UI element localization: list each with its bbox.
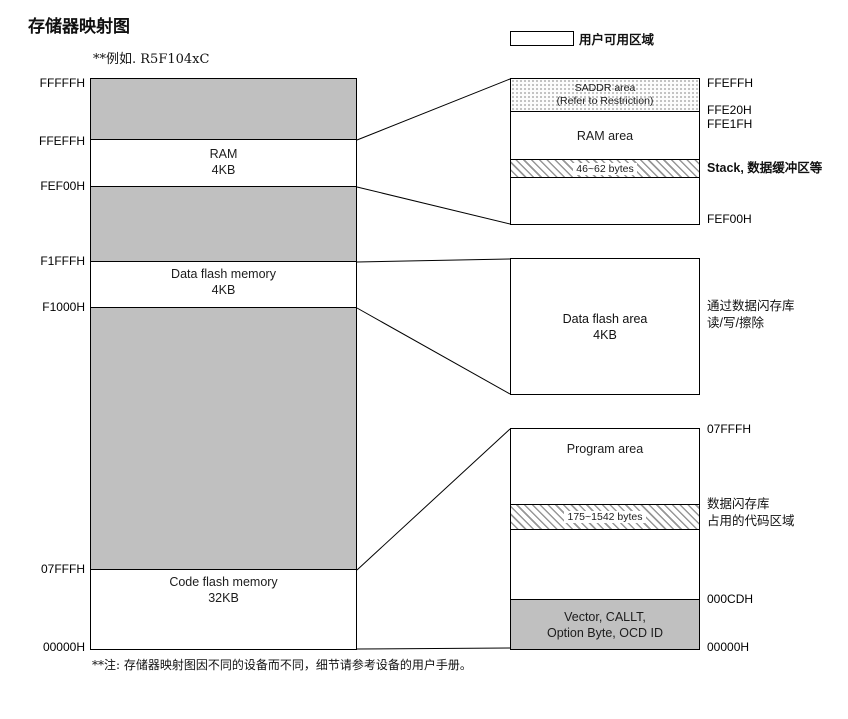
example-device-label: **例如. R5F104xC (93, 52, 210, 67)
saddr-area-sublabel: (Refer to Restriction) (556, 95, 654, 107)
reserved-region-lower (91, 308, 356, 570)
connector-dataflash-top (356, 258, 511, 263)
address-label-07fffh-detail: 07FFFH (707, 422, 752, 436)
saddr-area-label: SADDR area (574, 82, 636, 94)
saddr-area: SADDR area (Refer to Restriction) (511, 79, 699, 112)
ram-area-label: RAM area (576, 128, 634, 143)
ram-detail-map: SADDR area (Refer to Restriction) RAM ar… (510, 78, 700, 225)
connector-codeflash-top (356, 428, 511, 571)
program-area: Program area (511, 429, 699, 505)
data-flash-region-label: Data flash memory (171, 267, 276, 281)
library-code-band: 175~1542 bytes (511, 505, 699, 530)
address-label-00000h-detail: 00000H (707, 640, 750, 654)
data-flash-area-size: 4KB (593, 327, 617, 342)
library-code-annotation: 数据闪存库 占用的代码区域 (707, 496, 845, 530)
connector-ram-top (356, 78, 511, 141)
library-code-annotation-line2: 占用的代码区域 (707, 514, 795, 528)
address-label-00000h: 00000H (42, 640, 85, 654)
vector-area-line1: Vector, CALLT, (564, 609, 646, 624)
connector-dataflash-bottom (356, 307, 511, 395)
stack-annotation: Stack, 数据缓冲区等 (707, 161, 823, 175)
data-flash-annotation-line2: 读/写/擦除 (707, 316, 764, 330)
connector-codeflash-bottom (356, 647, 511, 650)
stack-band-label: 46~62 bytes (573, 162, 637, 175)
stack-band: 46~62 bytes (511, 160, 699, 178)
address-label-07fffh: 07FFFH (40, 562, 85, 576)
ram-area: RAM area (511, 112, 699, 160)
data-flash-annotation-line1: 通过数据闪存库 (707, 299, 795, 313)
address-label-ffe1fh: FFE1FH (707, 117, 753, 131)
ram-region: RAM 4KB (91, 140, 356, 187)
data-flash-region-size: 4KB (211, 283, 236, 297)
legend-label: 用户可用区域 (579, 33, 655, 47)
address-label-fef00h-detail: FEF00H (707, 212, 752, 226)
data-flash-area-label: Data flash area (562, 311, 648, 326)
user-available-area-swatch (510, 31, 574, 46)
vector-area: Vector, CALLT, Option Byte, OCD ID (511, 600, 699, 649)
code-user-area (511, 530, 699, 600)
code-flash-region-label: Code flash memory (169, 575, 278, 589)
address-label-f1fffh: F1FFFH (40, 254, 85, 268)
ram-user-area (511, 178, 699, 224)
address-label-fffffh: FFFFFH (39, 76, 85, 90)
address-label-ffeffh: FFEFFH (39, 134, 85, 148)
connector-ram-bottom (356, 186, 511, 225)
code-flash-detail-map: Program area 175~1542 bytes Vector, CALL… (510, 428, 700, 650)
data-flash-annotation: 通过数据闪存库 读/写/擦除 (707, 298, 845, 332)
address-label-000cdh: 000CDH (707, 592, 754, 606)
library-code-band-label: 175~1542 bytes (564, 511, 646, 523)
address-label-f1000h: F1000H (42, 300, 85, 314)
reserved-region-top (91, 79, 356, 140)
page-title: 存储器映射图 (28, 17, 130, 36)
ram-region-label: RAM (209, 147, 238, 161)
code-flash-region-size: 32KB (208, 591, 239, 605)
data-flash-detail-map: Data flash area 4KB (510, 258, 700, 395)
ram-region-size: 4KB (211, 163, 236, 177)
footnote: **注: 存储器映射图因不同的设备而不同，细节请参考设备的用户手册。 (92, 658, 472, 672)
program-area-label: Program area (566, 442, 644, 456)
overall-memory-map: RAM 4KB Data flash memory 4KB Code flash… (90, 78, 357, 650)
address-label-ffeffh-detail: FFEFFH (707, 76, 753, 90)
data-flash-region: Data flash memory 4KB (91, 262, 356, 308)
address-label-ffe20h: FFE20H (707, 103, 752, 117)
address-label-fef00h: FEF00H (40, 179, 85, 193)
reserved-region-middle (91, 187, 356, 262)
vector-area-line2: Option Byte, OCD ID (546, 625, 663, 640)
legend: 用户可用区域 (510, 29, 654, 48)
library-code-annotation-line1: 数据闪存库 (707, 497, 770, 511)
code-flash-region: Code flash memory 32KB (91, 570, 356, 649)
